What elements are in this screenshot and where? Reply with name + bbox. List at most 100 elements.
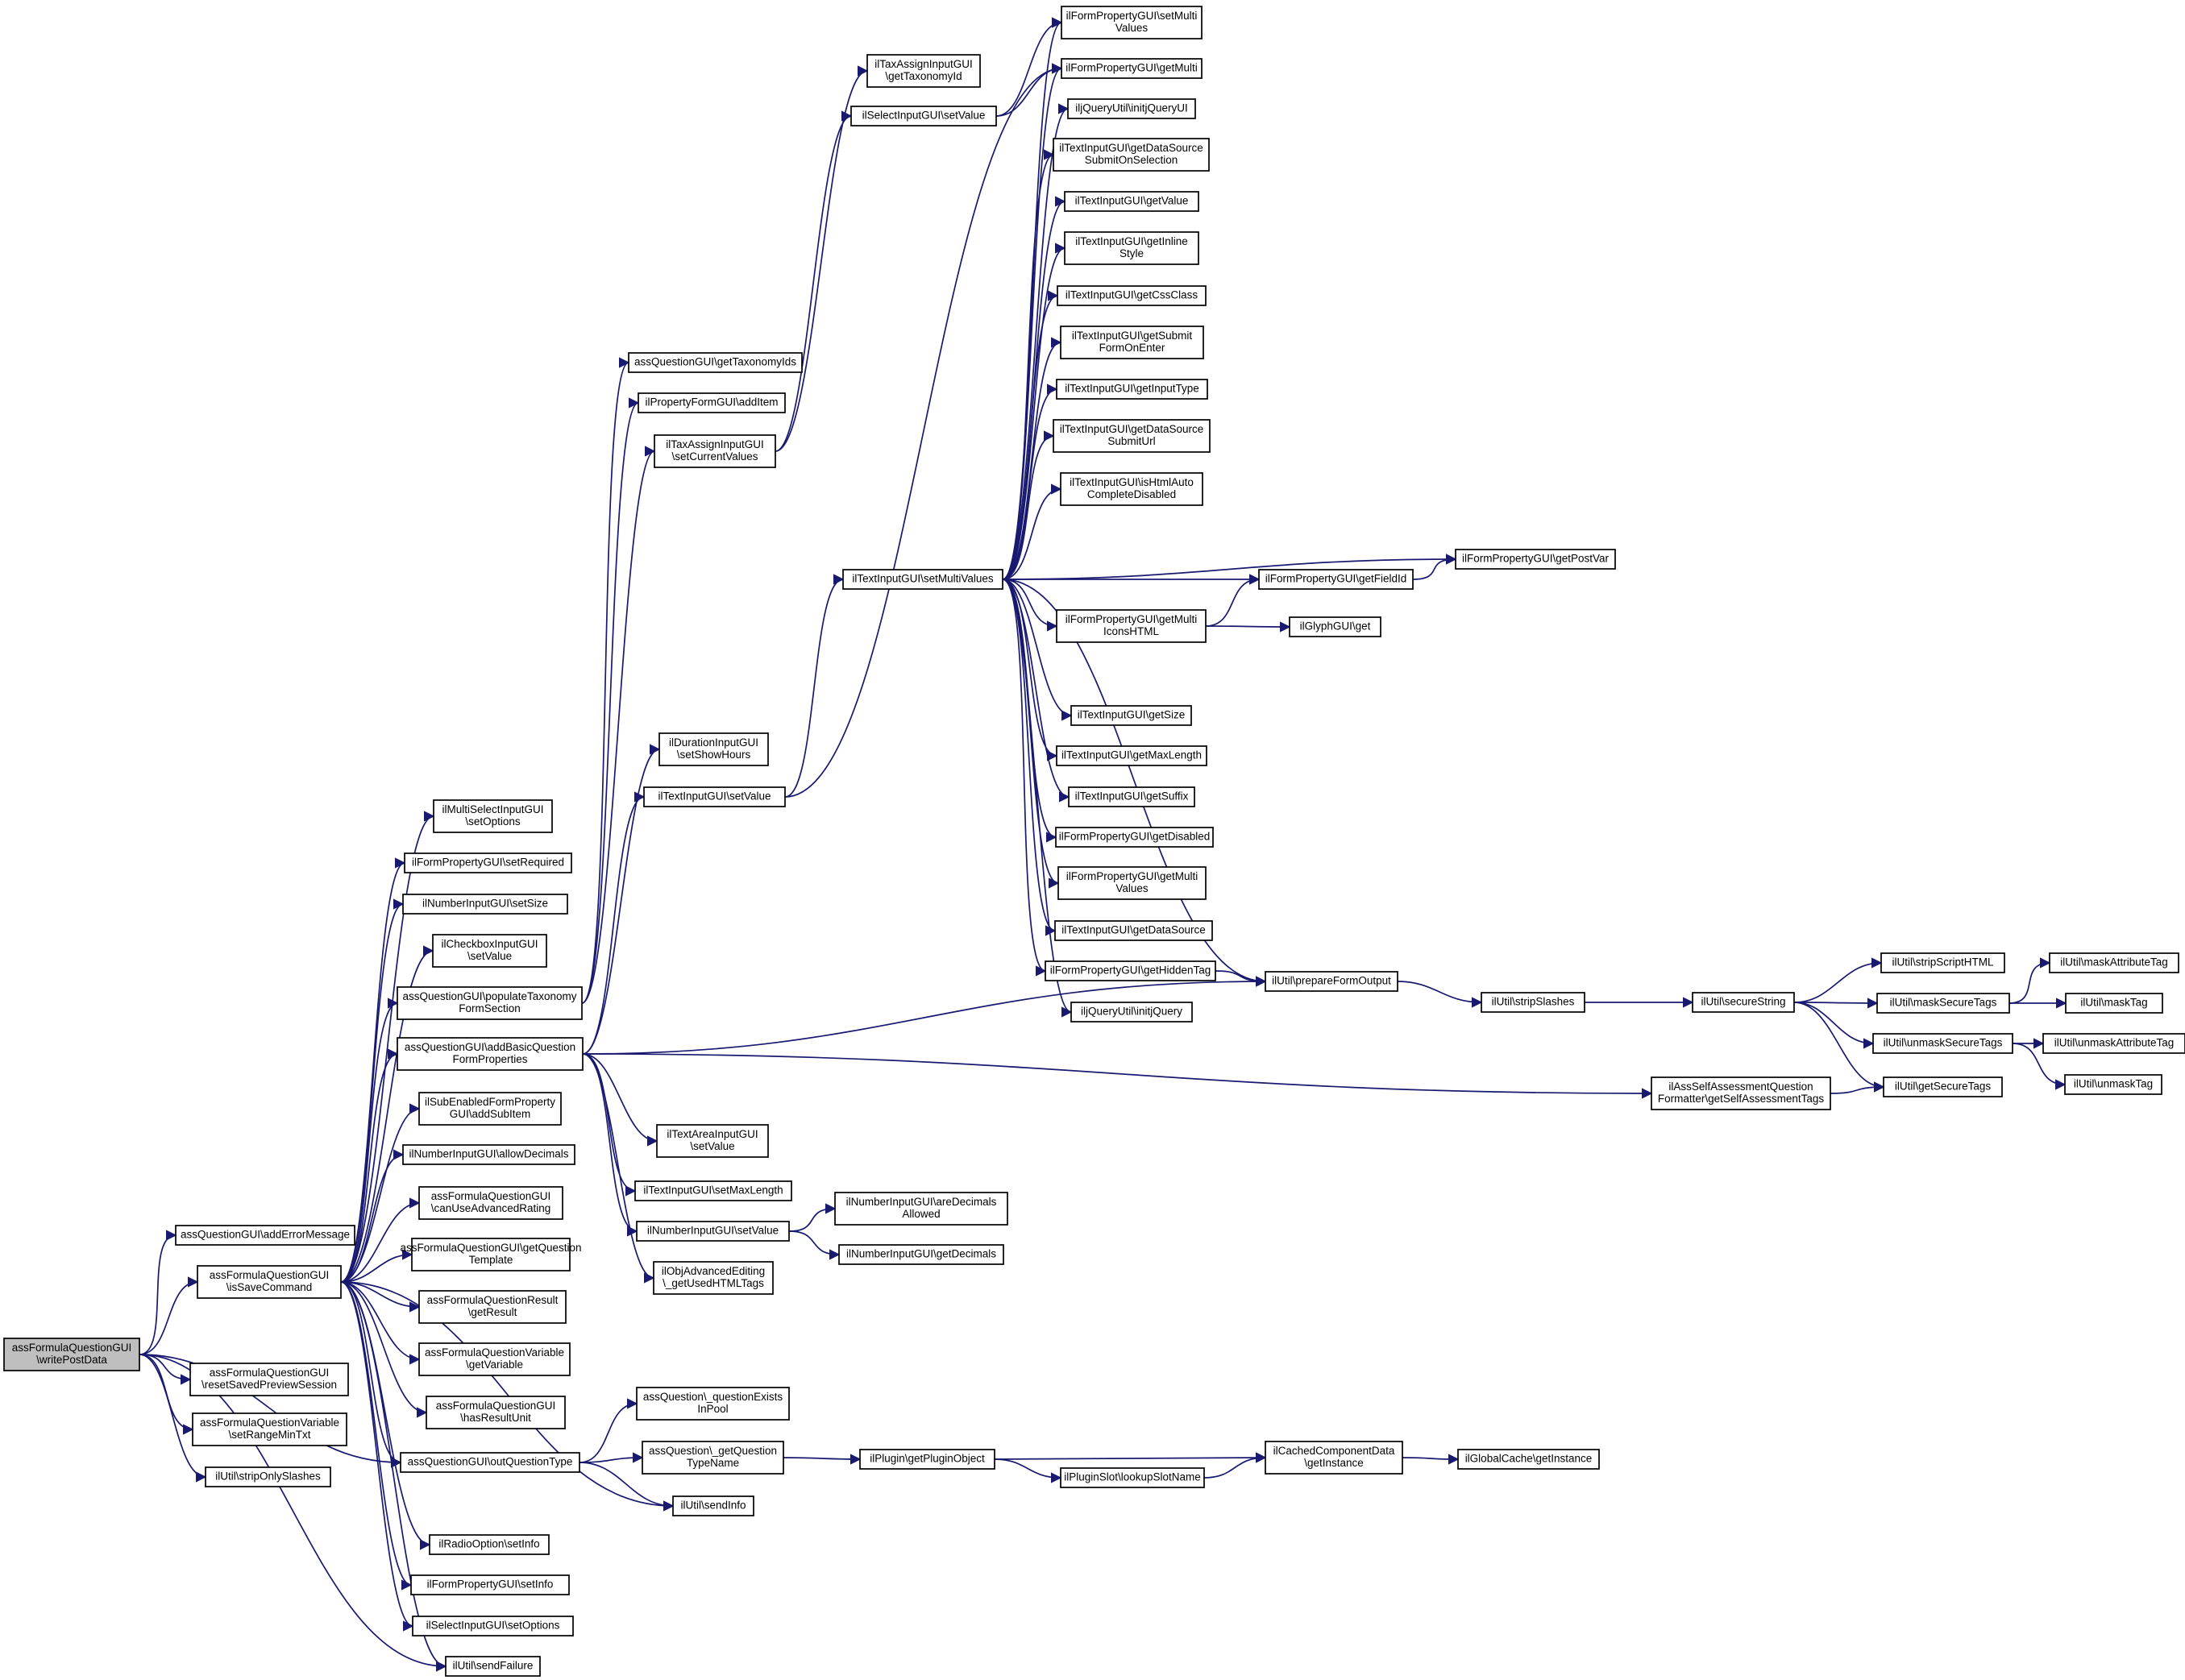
node-label: \getInstance bbox=[1304, 1457, 1364, 1469]
function-node[interactable]: assFormulaQuestionGUI\hasResultUnit bbox=[426, 1396, 566, 1429]
call-edge-n38-n64 bbox=[1002, 579, 1047, 977]
function-node[interactable]: assFormulaQuestionVariable\setRangeMinTx… bbox=[192, 1412, 347, 1446]
function-node[interactable]: ilSelectInputGUI\setValue bbox=[850, 106, 997, 127]
function-node[interactable]: ilUtil\maskTag bbox=[2065, 993, 2163, 1014]
function-node[interactable]: ilUtil\prepareFormOutput bbox=[1265, 971, 1398, 992]
node-box bbox=[1061, 6, 1203, 39]
function-node[interactable]: ilUtil\getSecureTags bbox=[1883, 1076, 2003, 1097]
function-node[interactable]: ilNumberInputGUI\getDecimals bbox=[838, 1244, 1004, 1265]
function-node[interactable]: ilTextInputGUI\getValue bbox=[1064, 191, 1199, 212]
function-node[interactable]: ilTextInputGUI\setMaxLength bbox=[634, 1180, 792, 1201]
function-node[interactable]: ilPlugin\getPluginObject bbox=[859, 1449, 995, 1470]
function-node[interactable]: ilAssSelfAssessmentQuestionFormatter\get… bbox=[1651, 1076, 1831, 1110]
function-node[interactable]: ilTaxAssignInputGUI\getTaxonomyId bbox=[866, 54, 981, 88]
function-node[interactable]: ilTextInputGUI\getSize bbox=[1070, 705, 1192, 726]
function-node[interactable]: ilFormPropertyGUI\setInfo bbox=[410, 1574, 570, 1595]
node-label: ilMultiSelectInputGUI bbox=[442, 803, 543, 815]
function-node[interactable]: ilNumberInputGUI\setSize bbox=[402, 894, 568, 915]
function-node[interactable]: assFormulaQuestionGUI\isSaveCommand bbox=[197, 1265, 342, 1299]
function-node[interactable]: ilTextInputGUI\getSuffix bbox=[1068, 786, 1195, 807]
call-edge-n34-n41 bbox=[783, 1454, 862, 1465]
function-node[interactable]: ilTextInputGUI\setValue bbox=[643, 786, 786, 807]
function-node[interactable]: ilFormPropertyGUI\getHiddenTag bbox=[1045, 960, 1216, 981]
node-label: \getTaxonomyId bbox=[885, 70, 962, 82]
function-node[interactable]: assFormulaQuestionVariable\getVariable bbox=[418, 1342, 571, 1376]
function-node[interactable]: assFormulaQuestionResult\getResult bbox=[418, 1290, 567, 1324]
function-node[interactable]: assQuestionGUI\getTaxonomyIds bbox=[628, 352, 803, 373]
function-node[interactable]: ilTextInputGUI\isHtmlAutoCompleteDisable… bbox=[1060, 472, 1203, 506]
root-function-node[interactable]: assFormulaQuestionGUI\writePostData bbox=[3, 1338, 140, 1371]
function-node[interactable]: ilUtil\sendFailure bbox=[445, 1656, 541, 1677]
function-node[interactable]: ilCachedComponentData\getInstance bbox=[1265, 1441, 1403, 1475]
node-box bbox=[1053, 138, 1210, 172]
function-node[interactable]: assQuestionGUI\outQuestionType bbox=[400, 1452, 580, 1473]
node-label: \_getUsedHTMLTags bbox=[663, 1277, 764, 1289]
function-node[interactable]: ilTaxAssignInputGUI\setCurrentValues bbox=[654, 434, 776, 468]
function-node[interactable]: ilTextInputGUI\getDataSourceSubmitOnSele… bbox=[1053, 138, 1210, 172]
node-box bbox=[672, 1495, 754, 1516]
function-node[interactable]: ilUtil\stripSlashes bbox=[1481, 992, 1585, 1013]
function-node[interactable]: ilUtil\unmaskAttributeTag bbox=[2042, 1033, 2185, 1054]
function-node[interactable]: ilUtil\stripScriptHTML bbox=[1880, 952, 2005, 973]
function-node[interactable]: ilFormPropertyGUI\getMulti bbox=[1061, 58, 1203, 79]
function-node[interactable]: ilUtil\sendInfo bbox=[672, 1495, 754, 1516]
node-label: InPool bbox=[697, 1403, 728, 1415]
function-node[interactable]: assQuestionGUI\populateTaxonomyFormSecti… bbox=[397, 986, 583, 1020]
function-node[interactable]: ilUtil\maskSecureTags bbox=[1876, 993, 2010, 1014]
function-node[interactable]: ilUtil\unmaskSecureTags bbox=[1872, 1033, 2013, 1054]
call-edge-n38-n55 bbox=[1002, 554, 1457, 580]
node-box bbox=[1455, 549, 1616, 570]
call-edge-n11-n29 bbox=[582, 1053, 658, 1147]
function-node[interactable]: assFormulaQuestionGUI\canUseAdvancedRati… bbox=[418, 1186, 563, 1220]
function-node[interactable]: ilDurationInputGUI\setShowHours bbox=[658, 732, 769, 766]
function-node[interactable]: assFormulaQuestionGUI\resetSavedPreviewS… bbox=[189, 1363, 349, 1396]
function-node[interactable]: ilGlyphGUI\get bbox=[1289, 616, 1381, 637]
function-node[interactable]: assFormulaQuestionGUI\getQuestionTemplat… bbox=[400, 1238, 582, 1271]
function-node[interactable]: ilUtil\unmaskTag bbox=[2064, 1074, 2162, 1095]
function-node[interactable]: iljQueryUtil\initjQueryUI bbox=[1067, 98, 1196, 119]
function-node[interactable]: ilUtil\stripOnlySlashes bbox=[205, 1466, 331, 1487]
node-label: FormOnEnter bbox=[1099, 342, 1165, 354]
function-node[interactable]: ilGlobalCache\getInstance bbox=[1457, 1449, 1600, 1470]
function-node[interactable]: ilTextInputGUI\getInputType bbox=[1056, 379, 1208, 400]
function-node[interactable]: ilPluginSlot\lookupSlotName bbox=[1060, 1467, 1205, 1488]
function-node[interactable]: ilSelectInputGUI\setOptions bbox=[412, 1616, 574, 1636]
function-node[interactable]: ilTextInputGUI\getDataSource bbox=[1054, 920, 1213, 941]
function-node[interactable]: assQuestionGUI\addBasicQuestionFormPrope… bbox=[397, 1037, 584, 1071]
function-node[interactable]: assQuestionGUI\addErrorMessage bbox=[175, 1225, 355, 1246]
function-node[interactable]: ilRadioOption\setInfo bbox=[429, 1534, 550, 1555]
edge-layer bbox=[139, 17, 2067, 1672]
function-node[interactable]: ilTextInputGUI\getCssClass bbox=[1057, 285, 1207, 306]
function-node[interactable]: ilTextAreaInputGUI\setValue bbox=[656, 1124, 769, 1158]
function-node[interactable]: ilFormPropertyGUI\setMultiValues bbox=[1061, 6, 1203, 39]
function-node[interactable]: ilTextInputGUI\getMaxLength bbox=[1056, 745, 1207, 766]
function-node[interactable]: ilTextInputGUI\setMultiValues bbox=[842, 569, 1003, 590]
function-node[interactable]: ilFormPropertyGUI\setRequired bbox=[404, 852, 572, 873]
function-node[interactable]: ilCheckboxInputGUI\setValue bbox=[432, 934, 547, 968]
node-label: ilUtil\getSecureTags bbox=[1895, 1081, 1992, 1093]
function-node[interactable]: iljQueryUtil\initjQuery bbox=[1070, 1002, 1193, 1023]
function-node[interactable]: ilUtil\maskAttributeTag bbox=[2049, 952, 2179, 973]
function-node[interactable]: ilNumberInputGUI\setValue bbox=[636, 1221, 790, 1242]
function-node[interactable]: ilFormPropertyGUI\getDisabled bbox=[1055, 827, 1214, 848]
node-label: FormSection bbox=[459, 1002, 521, 1014]
function-node[interactable]: ilUtil\secureString bbox=[1692, 992, 1795, 1013]
function-node[interactable]: ilPropertyFormGUI\addItem bbox=[638, 392, 786, 413]
function-node[interactable]: ilNumberInputGUI\allowDecimals bbox=[402, 1144, 575, 1165]
function-node[interactable]: ilFormPropertyGUI\getPostVar bbox=[1455, 549, 1616, 570]
node-box bbox=[1064, 231, 1199, 265]
function-node[interactable]: ilObjAdvancedEditing\_getUsedHTMLTags bbox=[653, 1261, 774, 1295]
node-label: assFormulaQuestionGUI bbox=[431, 1190, 551, 1202]
function-node[interactable]: ilMultiSelectInputGUI\setOptions bbox=[433, 799, 553, 833]
function-node[interactable]: ilFormPropertyGUI\getFieldId bbox=[1258, 569, 1414, 590]
